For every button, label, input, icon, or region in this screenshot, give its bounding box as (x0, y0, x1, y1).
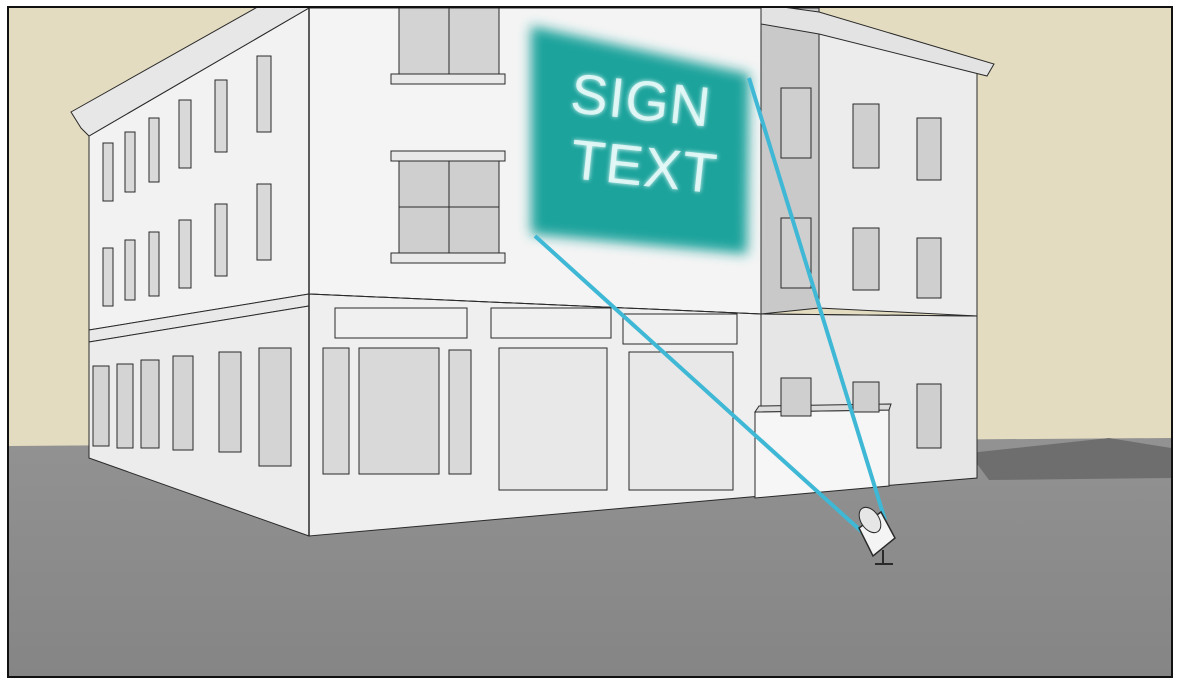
illustration-frame: SIGN TEXT SIGN TEXT (7, 6, 1173, 678)
building-scene: SIGN TEXT SIGN TEXT (9, 8, 1171, 676)
right-wing-facade (819, 28, 977, 316)
front-storefront-windows (323, 308, 737, 490)
right-wing-windows (781, 88, 941, 448)
left-storefront-windows (93, 348, 291, 466)
